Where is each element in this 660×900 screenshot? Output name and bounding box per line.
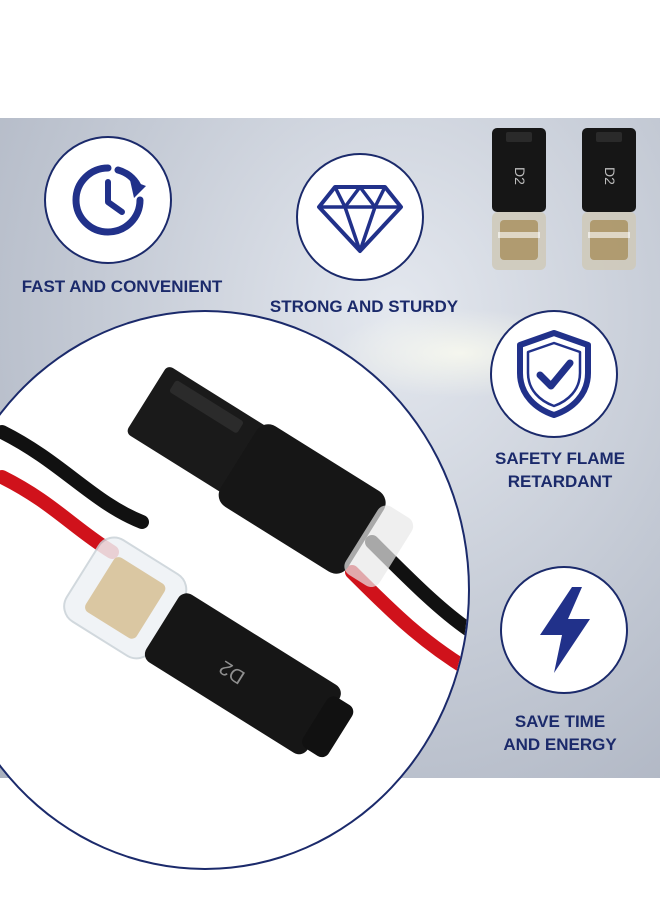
save-badge <box>500 566 628 694</box>
connector-marking: D2 <box>512 167 528 185</box>
clock-icon <box>72 164 146 236</box>
product-photo-circle: D2 <box>0 310 470 870</box>
strong-badge <box>296 153 424 281</box>
lightning-bolt-icon <box>540 587 590 673</box>
connector-thumbnail-2: D2 <box>582 128 636 270</box>
save-label: SAVE TIME AND ENERGY <box>470 710 650 756</box>
safety-label: SAFETY FLAME RETARDANT <box>470 447 650 493</box>
connector-marking: D2 <box>602 167 618 185</box>
fast-badge <box>44 136 172 264</box>
red-wire-right <box>345 565 468 678</box>
connector-housing-back <box>127 367 414 587</box>
connector-housing-front: D2 <box>63 536 354 758</box>
fast-label: FAST AND CONVENIENT <box>21 277 223 296</box>
connector-photo: D2 <box>0 367 468 758</box>
safety-label-line1: SAFETY FLAME <box>494 449 626 468</box>
safety-label-line2: RETARDANT <box>507 472 613 491</box>
black-wire-left <box>0 425 149 529</box>
safety-badge <box>490 310 618 438</box>
shield-check-icon <box>517 330 591 418</box>
save-label-line2: AND ENERGY <box>503 735 617 754</box>
connector-thumbnail-1: D2 <box>492 128 546 270</box>
save-label-line1: SAVE TIME <box>514 712 606 731</box>
diamond-icon <box>317 185 403 253</box>
strong-label: STRONG AND STURDY <box>269 297 459 316</box>
